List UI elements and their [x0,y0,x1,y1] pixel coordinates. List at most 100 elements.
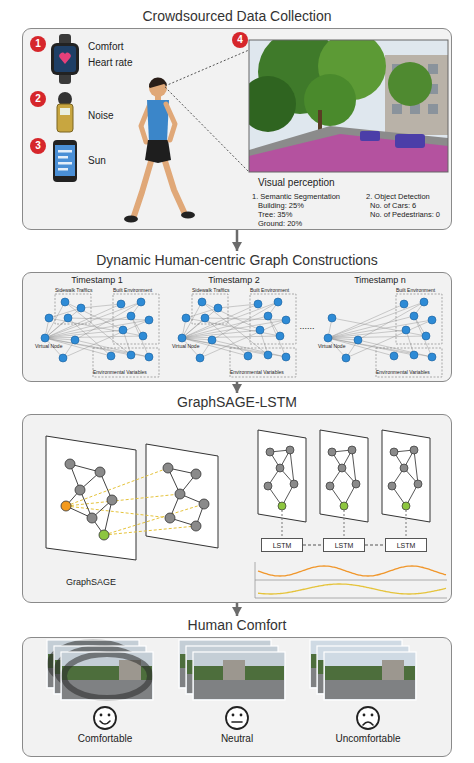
graph-edge [182,316,268,338]
sequence-link [303,545,323,546]
graph-edge [182,338,248,356]
photo-fisheye [50,642,136,686]
stage-panel: Dynamic Human-centric Graph Construction… [22,251,452,382]
face-mouth [232,721,242,723]
graph-edge [182,302,278,338]
graph-edge [328,338,346,358]
phone-app-bar [58,156,68,159]
graph-node [127,312,135,320]
face-mouth [363,722,373,725]
dynamic-graph [178,294,296,377]
group-box [93,348,159,377]
graph-node [256,326,264,334]
graph-edge [352,450,356,484]
group-box [376,348,442,377]
photo-ground [187,674,277,693]
street-sky [249,40,448,172]
graph-edge [186,318,280,336]
phone-app-bar [58,162,72,165]
graph-edge [330,468,342,486]
graph-edge [182,318,205,338]
graph-edge [218,304,258,308]
graph-node [328,314,336,322]
photo-trees [180,654,270,668]
photo-trees [194,666,284,680]
stage-panel: GraphSAGE-LSTMLSTMLSTMLSTM [22,393,452,603]
graph-node [208,336,216,344]
graph-edge [170,494,180,518]
graph-node [145,316,153,324]
panel-frame [22,414,452,603]
graph-node [410,312,418,320]
graph-edge [68,318,149,320]
photo-border [54,646,146,694]
graph-node [400,300,408,308]
photo-border [193,652,285,700]
photo-building [216,654,238,674]
photo-fisheye [57,648,143,692]
graph-node [45,314,53,322]
photo-ground [180,668,270,687]
graph-edge [282,484,294,506]
photo-trees [311,654,401,668]
data-collection-art [51,30,448,223]
graph-edge [45,338,75,340]
graph-edge [328,338,414,355]
graph-edge [45,320,149,338]
photo-ground [48,668,138,687]
photo-building [209,648,231,668]
graph-node [127,351,135,359]
graph-edge [75,302,141,340]
graph-edge [414,316,426,336]
dynamic-graph [324,294,442,377]
watch-body [51,43,79,75]
graph-node [290,480,298,488]
noise-meter-display [60,108,70,115]
graph-node [264,482,272,490]
photo-building [105,648,127,668]
phone-body [53,140,77,182]
noise-meter-mic [58,92,72,106]
graph-edge [45,304,121,338]
street-tree [258,40,342,114]
graph-node [254,300,262,308]
face-outline [226,707,248,729]
graph-node [276,332,284,340]
building-window [428,104,438,114]
detected-car [360,131,380,141]
graph-edge [45,338,111,356]
graph-edge [182,304,258,338]
photo-trees [187,660,277,674]
lstm-cell: LSTM [385,538,427,552]
street-view-image [249,40,448,172]
graph-edge [131,316,149,357]
graph-plane [46,436,136,560]
building-window [392,84,402,94]
graph-edge [328,320,432,338]
graph-edge [180,474,196,494]
graph-edge [406,484,418,506]
graph-edge [168,468,196,474]
stage-panel: Human Comfort [22,616,452,757]
graph-node [266,448,274,456]
graph-edge [268,316,280,336]
graph-edge [332,450,352,452]
person-tank-top [147,100,169,142]
graph-node [402,502,410,510]
graph-edge [182,338,268,355]
graph-edge [330,486,344,506]
graph-edge [80,472,100,490]
graph-node [214,304,222,312]
panel-frame [22,28,452,230]
graph-edge [45,308,81,338]
photo-sky [47,640,139,688]
photo-sky [54,646,146,694]
sampling-link [104,504,204,535]
photo-building [223,660,245,680]
graph-edge [45,318,49,338]
graph-node [410,351,418,359]
photo-border [310,640,402,688]
phone-screen [55,145,75,176]
graph-edge [182,318,186,338]
